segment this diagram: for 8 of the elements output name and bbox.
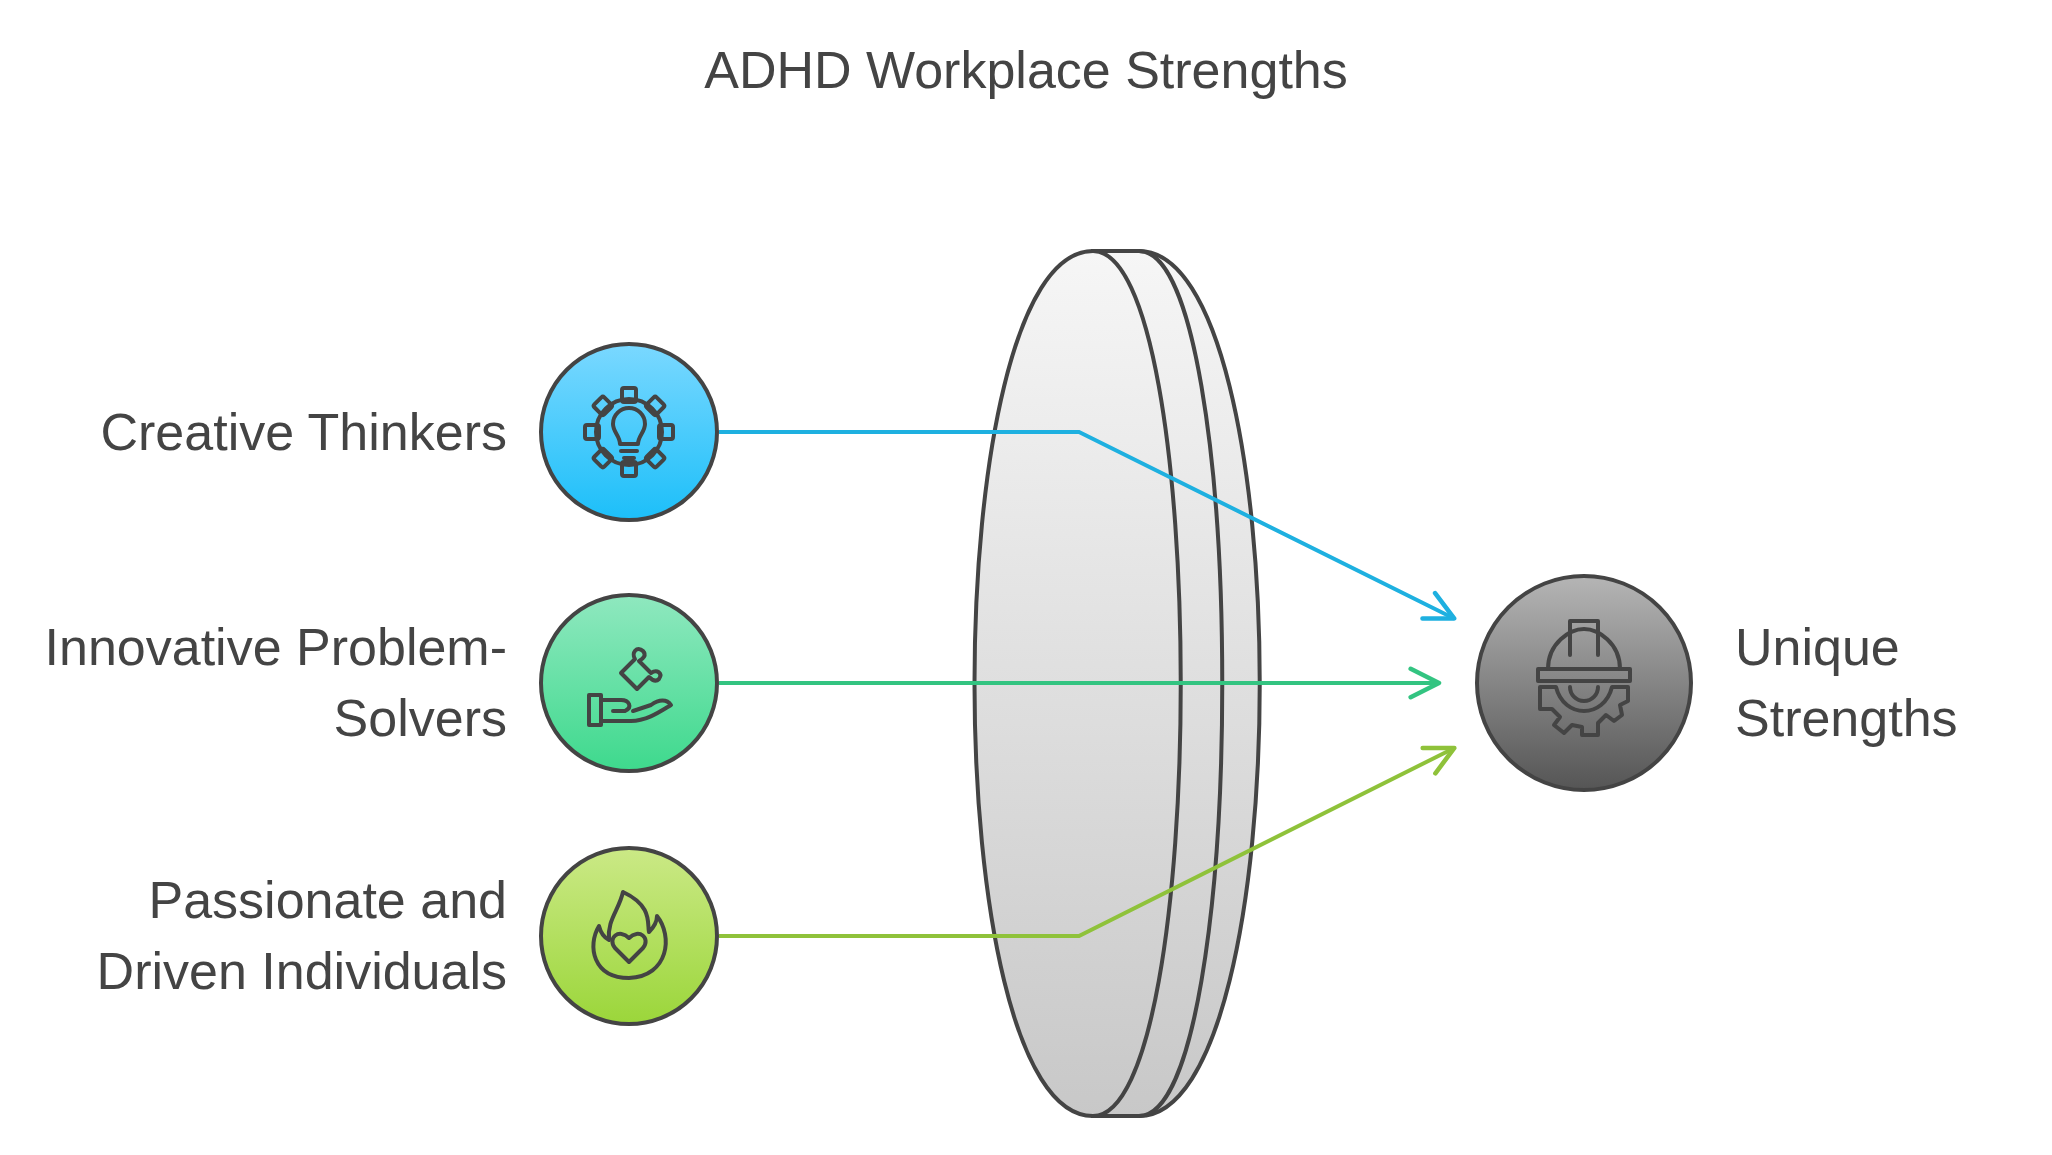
node-label: Passionate and Driven Individuals — [95, 870, 507, 1002]
diagram-title: ADHD Workplace Strengths — [703, 40, 1349, 100]
arrow — [719, 430, 1457, 621]
node-label: Innovative Problem-Solvers — [43, 617, 507, 749]
node-label: Creative Thinkers — [99, 401, 507, 463]
node-label: Unique Strengths — [1735, 617, 1959, 749]
arrow — [719, 745, 1457, 938]
arrow — [719, 666, 1442, 700]
